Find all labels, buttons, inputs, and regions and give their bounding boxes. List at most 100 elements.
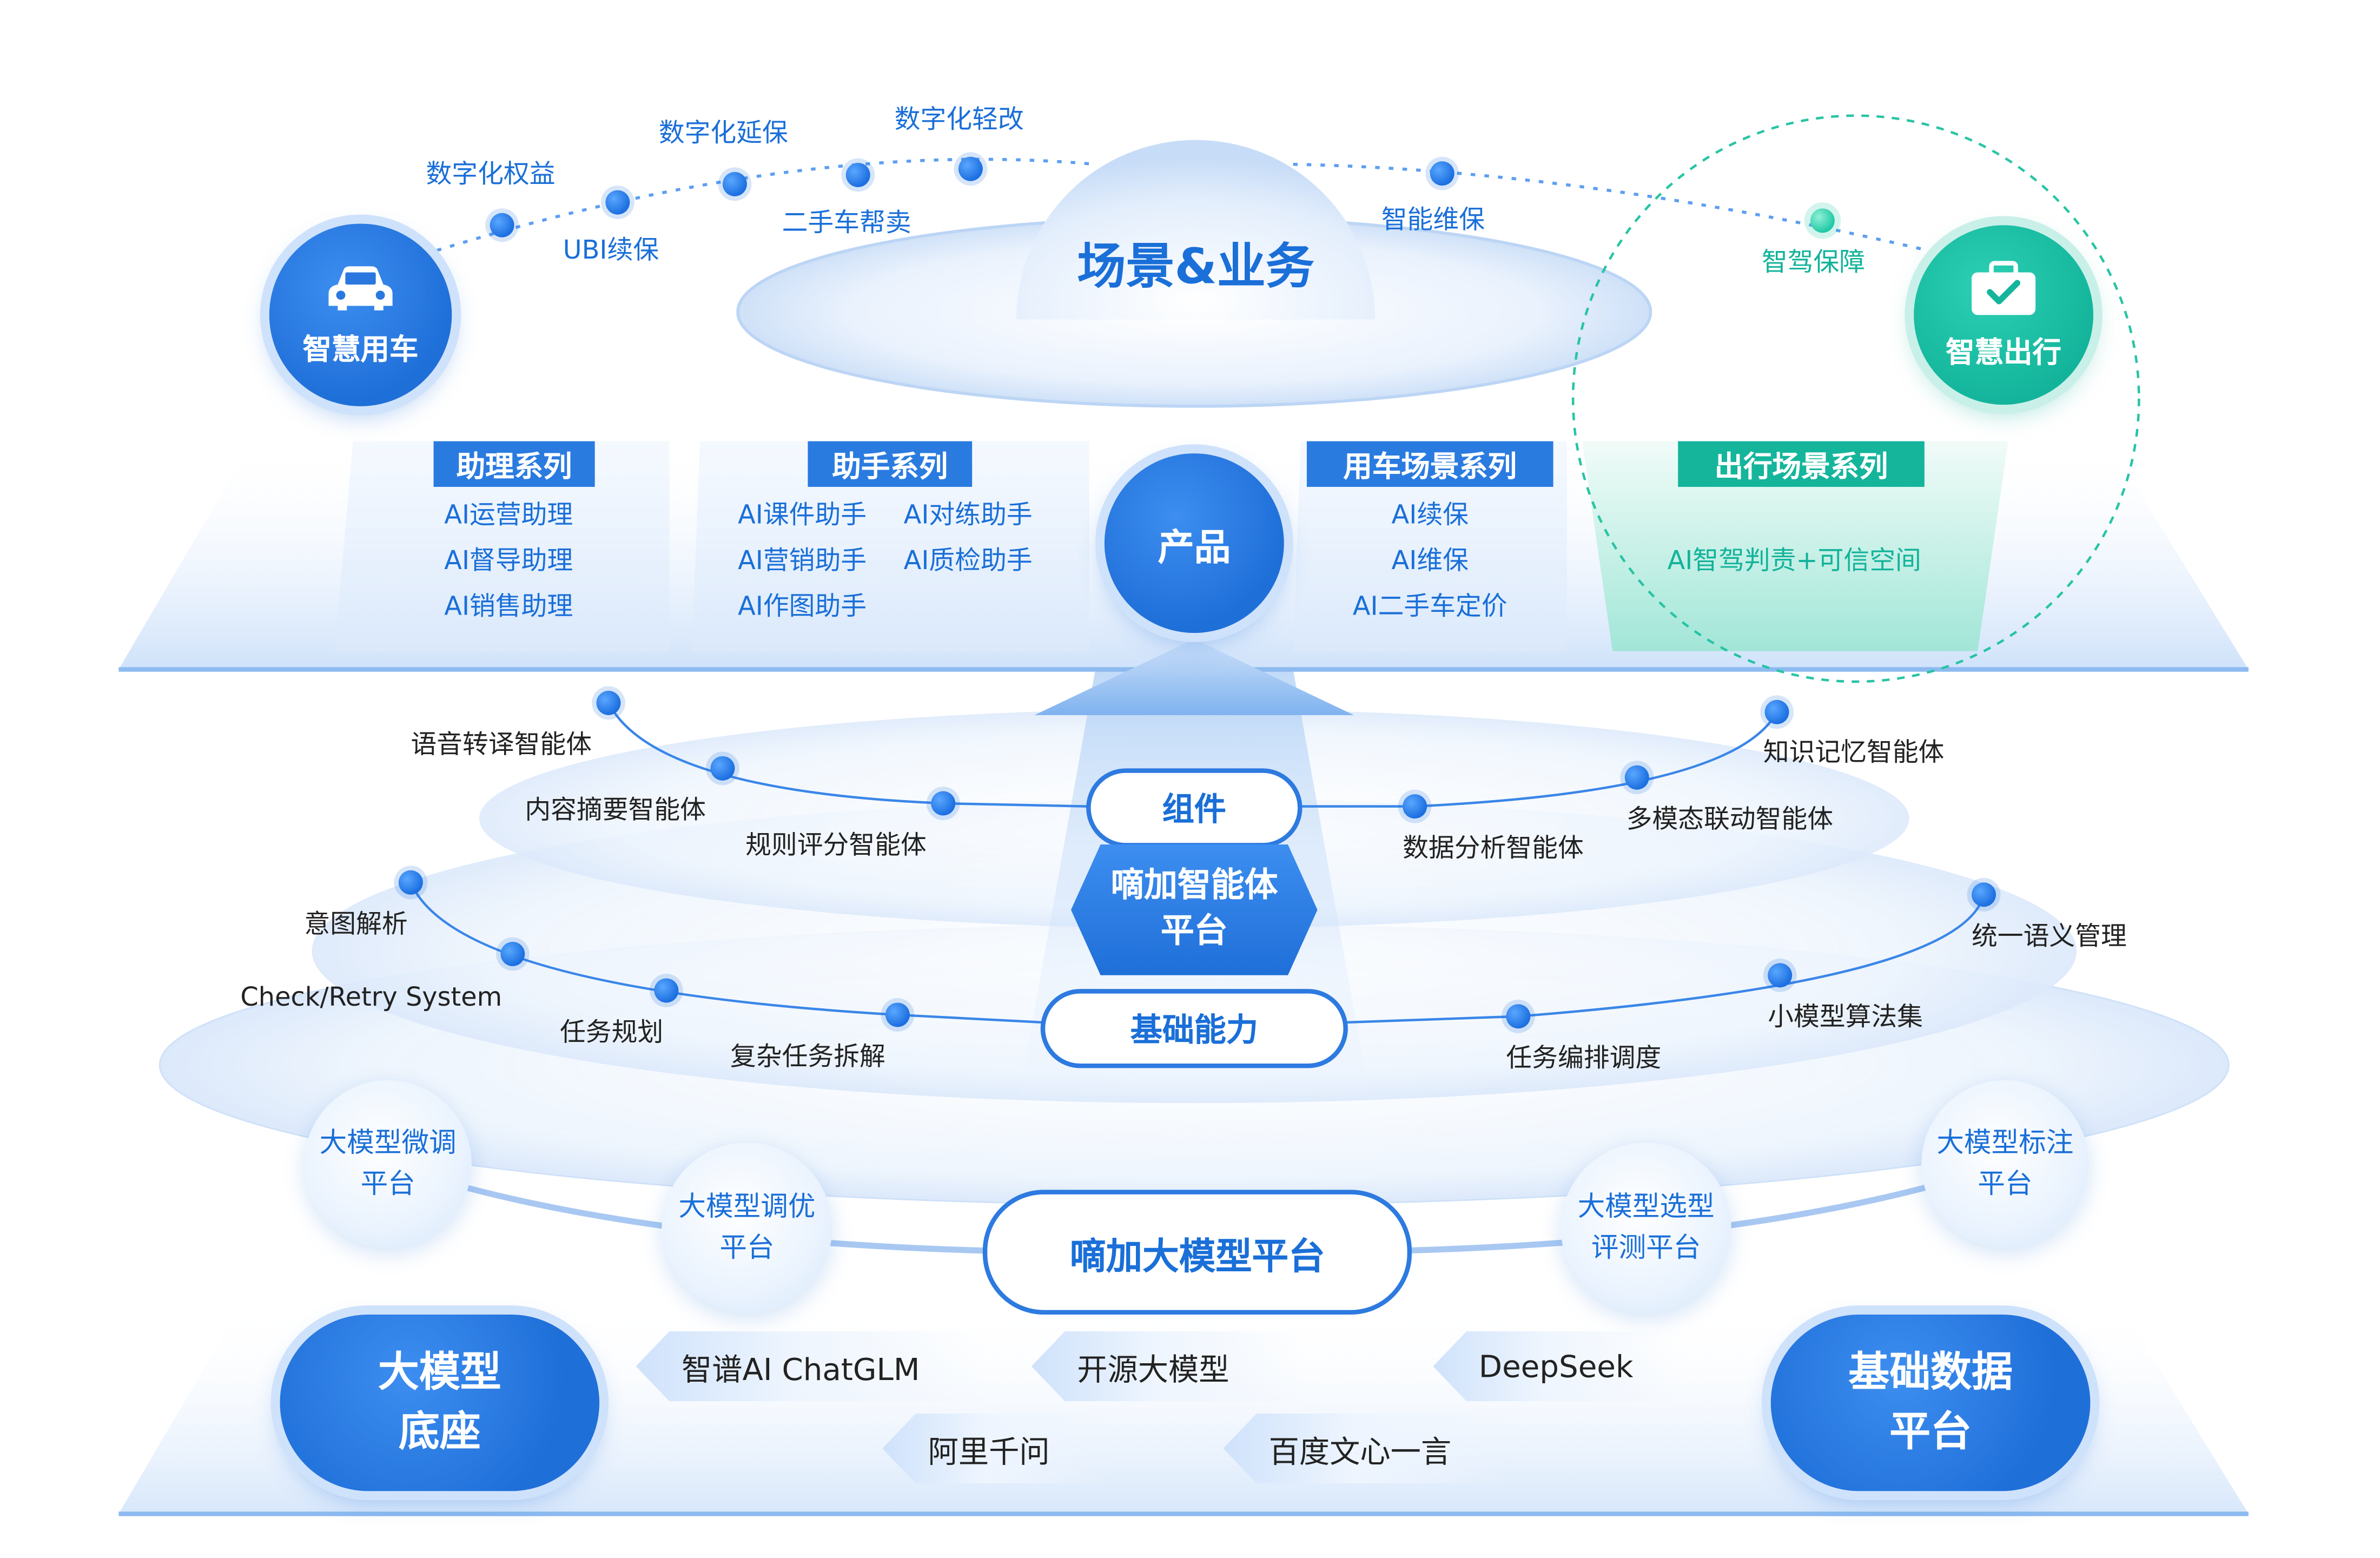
product-item: AI营销助手 <box>738 546 867 577</box>
scene-business-title: 场景&业务 <box>1077 237 1314 295</box>
llm-finetune-platform[interactable]: 大模型微调 平台 <box>304 1080 472 1248</box>
product-item: AI督导助理 <box>444 546 573 577</box>
component-dot <box>1624 765 1649 790</box>
base-item: 任务编排调度 <box>1506 1044 1662 1074</box>
component-dot <box>710 756 735 781</box>
arc-item: 数字化延保 <box>658 118 788 149</box>
base-dot <box>398 870 423 895</box>
llm-base-capsule[interactable]: 大模型 底座 <box>280 1315 600 1491</box>
assistant-series-list: AI运营助理 AI督导助理 AI销售助理 <box>444 493 573 630</box>
component-item: 数据分析智能体 <box>1403 834 1584 864</box>
briefcase-check-icon <box>1972 260 2036 314</box>
sub-line2: 平台 <box>360 1168 415 1201</box>
base-data-platform-capsule[interactable]: 基础数据 平台 <box>1770 1315 2091 1491</box>
model-tag[interactable]: DeepSeek <box>1433 1331 1677 1402</box>
base-capability-pill[interactable]: 基础能力 <box>1040 989 1348 1068</box>
sub-line2: 平台 <box>719 1232 775 1265</box>
component-item: 知识记忆智能体 <box>1763 738 1945 769</box>
product-circle[interactable]: 产品 <box>1104 453 1284 633</box>
sub-line1: 大模型调优 <box>678 1191 816 1224</box>
car-scene-series-list: AI续保 AI维保 AI二手车定价 <box>1308 493 1552 630</box>
base-item: 任务规划 <box>560 1018 664 1048</box>
product-item: AI对练助手 <box>903 500 1033 531</box>
teal-dashed-ring <box>1571 114 2140 683</box>
base-dot <box>1768 963 1793 988</box>
arc-item: 智能维保 <box>1381 205 1485 236</box>
smart-travel-label: 智慧出行 <box>1946 335 2061 369</box>
base-item: 小模型算法集 <box>1768 1002 1923 1033</box>
base-item: 统一语义管理 <box>1972 922 2127 953</box>
arc-item: 二手车帮卖 <box>782 208 911 239</box>
arc-dot-teal <box>1810 208 1835 233</box>
llm-base-line1: 大模型 <box>378 1349 501 1397</box>
model-tag[interactable]: 百度文心一言 <box>1223 1413 1512 1484</box>
base-dot <box>1972 882 1996 907</box>
component-item: 语音转译智能体 <box>411 730 592 761</box>
sub-line1: 大模型标注 <box>1936 1127 2074 1160</box>
agent-platform-line2: 平台 <box>1160 913 1228 951</box>
product-item: AI智驾判责+可信空间 <box>1667 546 1921 577</box>
tag-travel-scene-series: 出行场景系列 <box>1678 441 1925 487</box>
tag-car-scene-series: 用车场景系列 <box>1306 441 1553 487</box>
base-dot <box>500 941 525 966</box>
model-tag[interactable]: 阿里千问 <box>882 1413 1111 1484</box>
base-item: 复杂任务拆解 <box>730 1042 885 1073</box>
product-item: AI运营助理 <box>444 500 573 531</box>
component-dot <box>931 791 956 816</box>
sub-line1: 大模型选型 <box>1577 1191 1715 1224</box>
base-dot <box>1506 1004 1531 1029</box>
arc-dot <box>958 156 983 181</box>
llm-tuning-platform[interactable]: 大模型调优 平台 <box>662 1143 832 1313</box>
model-tag[interactable]: 开源大模型 <box>1031 1331 1306 1402</box>
arc-dot <box>722 171 747 196</box>
teal-item: 智驾保障 <box>1761 248 1866 279</box>
top-dome <box>1016 140 1376 320</box>
agent-platform-line1: 嘀加智能体 <box>1110 868 1278 906</box>
llm-annotation-platform[interactable]: 大模型标注 平台 <box>1921 1080 2089 1248</box>
arc-dot <box>1430 161 1455 186</box>
sub-line2: 评测平台 <box>1591 1232 1701 1265</box>
smart-travel-circle[interactable]: 智慧出行 <box>1914 225 2093 405</box>
llm-selection-eval-platform[interactable]: 大模型选型 评测平台 <box>1561 1143 1731 1313</box>
product-item: AI课件助手 <box>738 500 867 531</box>
llm-base-line2: 底座 <box>398 1409 481 1456</box>
component-dot <box>596 690 621 715</box>
base-data-line1: 基础数据 <box>1848 1349 2013 1397</box>
product-item: AI作图助手 <box>738 592 867 623</box>
arc-item: 数字化权益 <box>426 160 556 190</box>
base-item: Check/Retry System <box>240 982 503 1014</box>
model-tag[interactable]: 智谱AI ChatGLM <box>636 1331 986 1402</box>
component-item: 多模态联动智能体 <box>1626 804 1834 836</box>
arc-dot <box>605 190 630 215</box>
arc-dot <box>490 213 514 237</box>
component-item: 规则评分智能体 <box>745 830 927 861</box>
product-item: AI质检助手 <box>903 546 1033 577</box>
car-icon <box>328 265 393 310</box>
component-dot <box>1403 794 1427 819</box>
tag-helper-series: 助手系列 <box>808 441 973 487</box>
arc-dot <box>845 162 870 187</box>
tag-assistant-series: 助理系列 <box>433 441 595 487</box>
product-item: AI二手车定价 <box>1352 592 1508 623</box>
product-item: AI维保 <box>1391 546 1469 577</box>
base-item: 意图解析 <box>304 909 408 941</box>
helper-series-col2: AI对练助手 AI质检助手 <box>904 493 1033 584</box>
components-pill[interactable]: 组件 <box>1086 768 1303 848</box>
smart-car-label: 智慧用车 <box>302 332 419 366</box>
arc-item: UBI续保 <box>563 235 659 267</box>
base-dot <box>654 978 679 1003</box>
smart-car-circle[interactable]: 智慧用车 <box>269 223 452 406</box>
arc-item: 数字化轻改 <box>894 105 1024 136</box>
llm-platform-pill[interactable]: 嘀加大模型平台 <box>982 1190 1412 1315</box>
base-data-line2: 平台 <box>1889 1409 1972 1456</box>
sub-line1: 大模型微调 <box>319 1127 457 1160</box>
agent-platform-hexagon[interactable]: 嘀加智能体 平台 <box>1071 844 1318 975</box>
product-item: AI销售助理 <box>444 592 573 623</box>
component-dot <box>1764 699 1789 724</box>
sub-line2: 平台 <box>1978 1168 2033 1201</box>
travel-scene-series-list: AI智驾判责+可信空间 <box>1668 539 1921 584</box>
base-dot <box>885 1002 910 1027</box>
helper-series-col1: AI课件助手 AI营销助手 AI作图助手 <box>738 493 867 630</box>
component-item: 内容摘要智能体 <box>525 795 706 827</box>
